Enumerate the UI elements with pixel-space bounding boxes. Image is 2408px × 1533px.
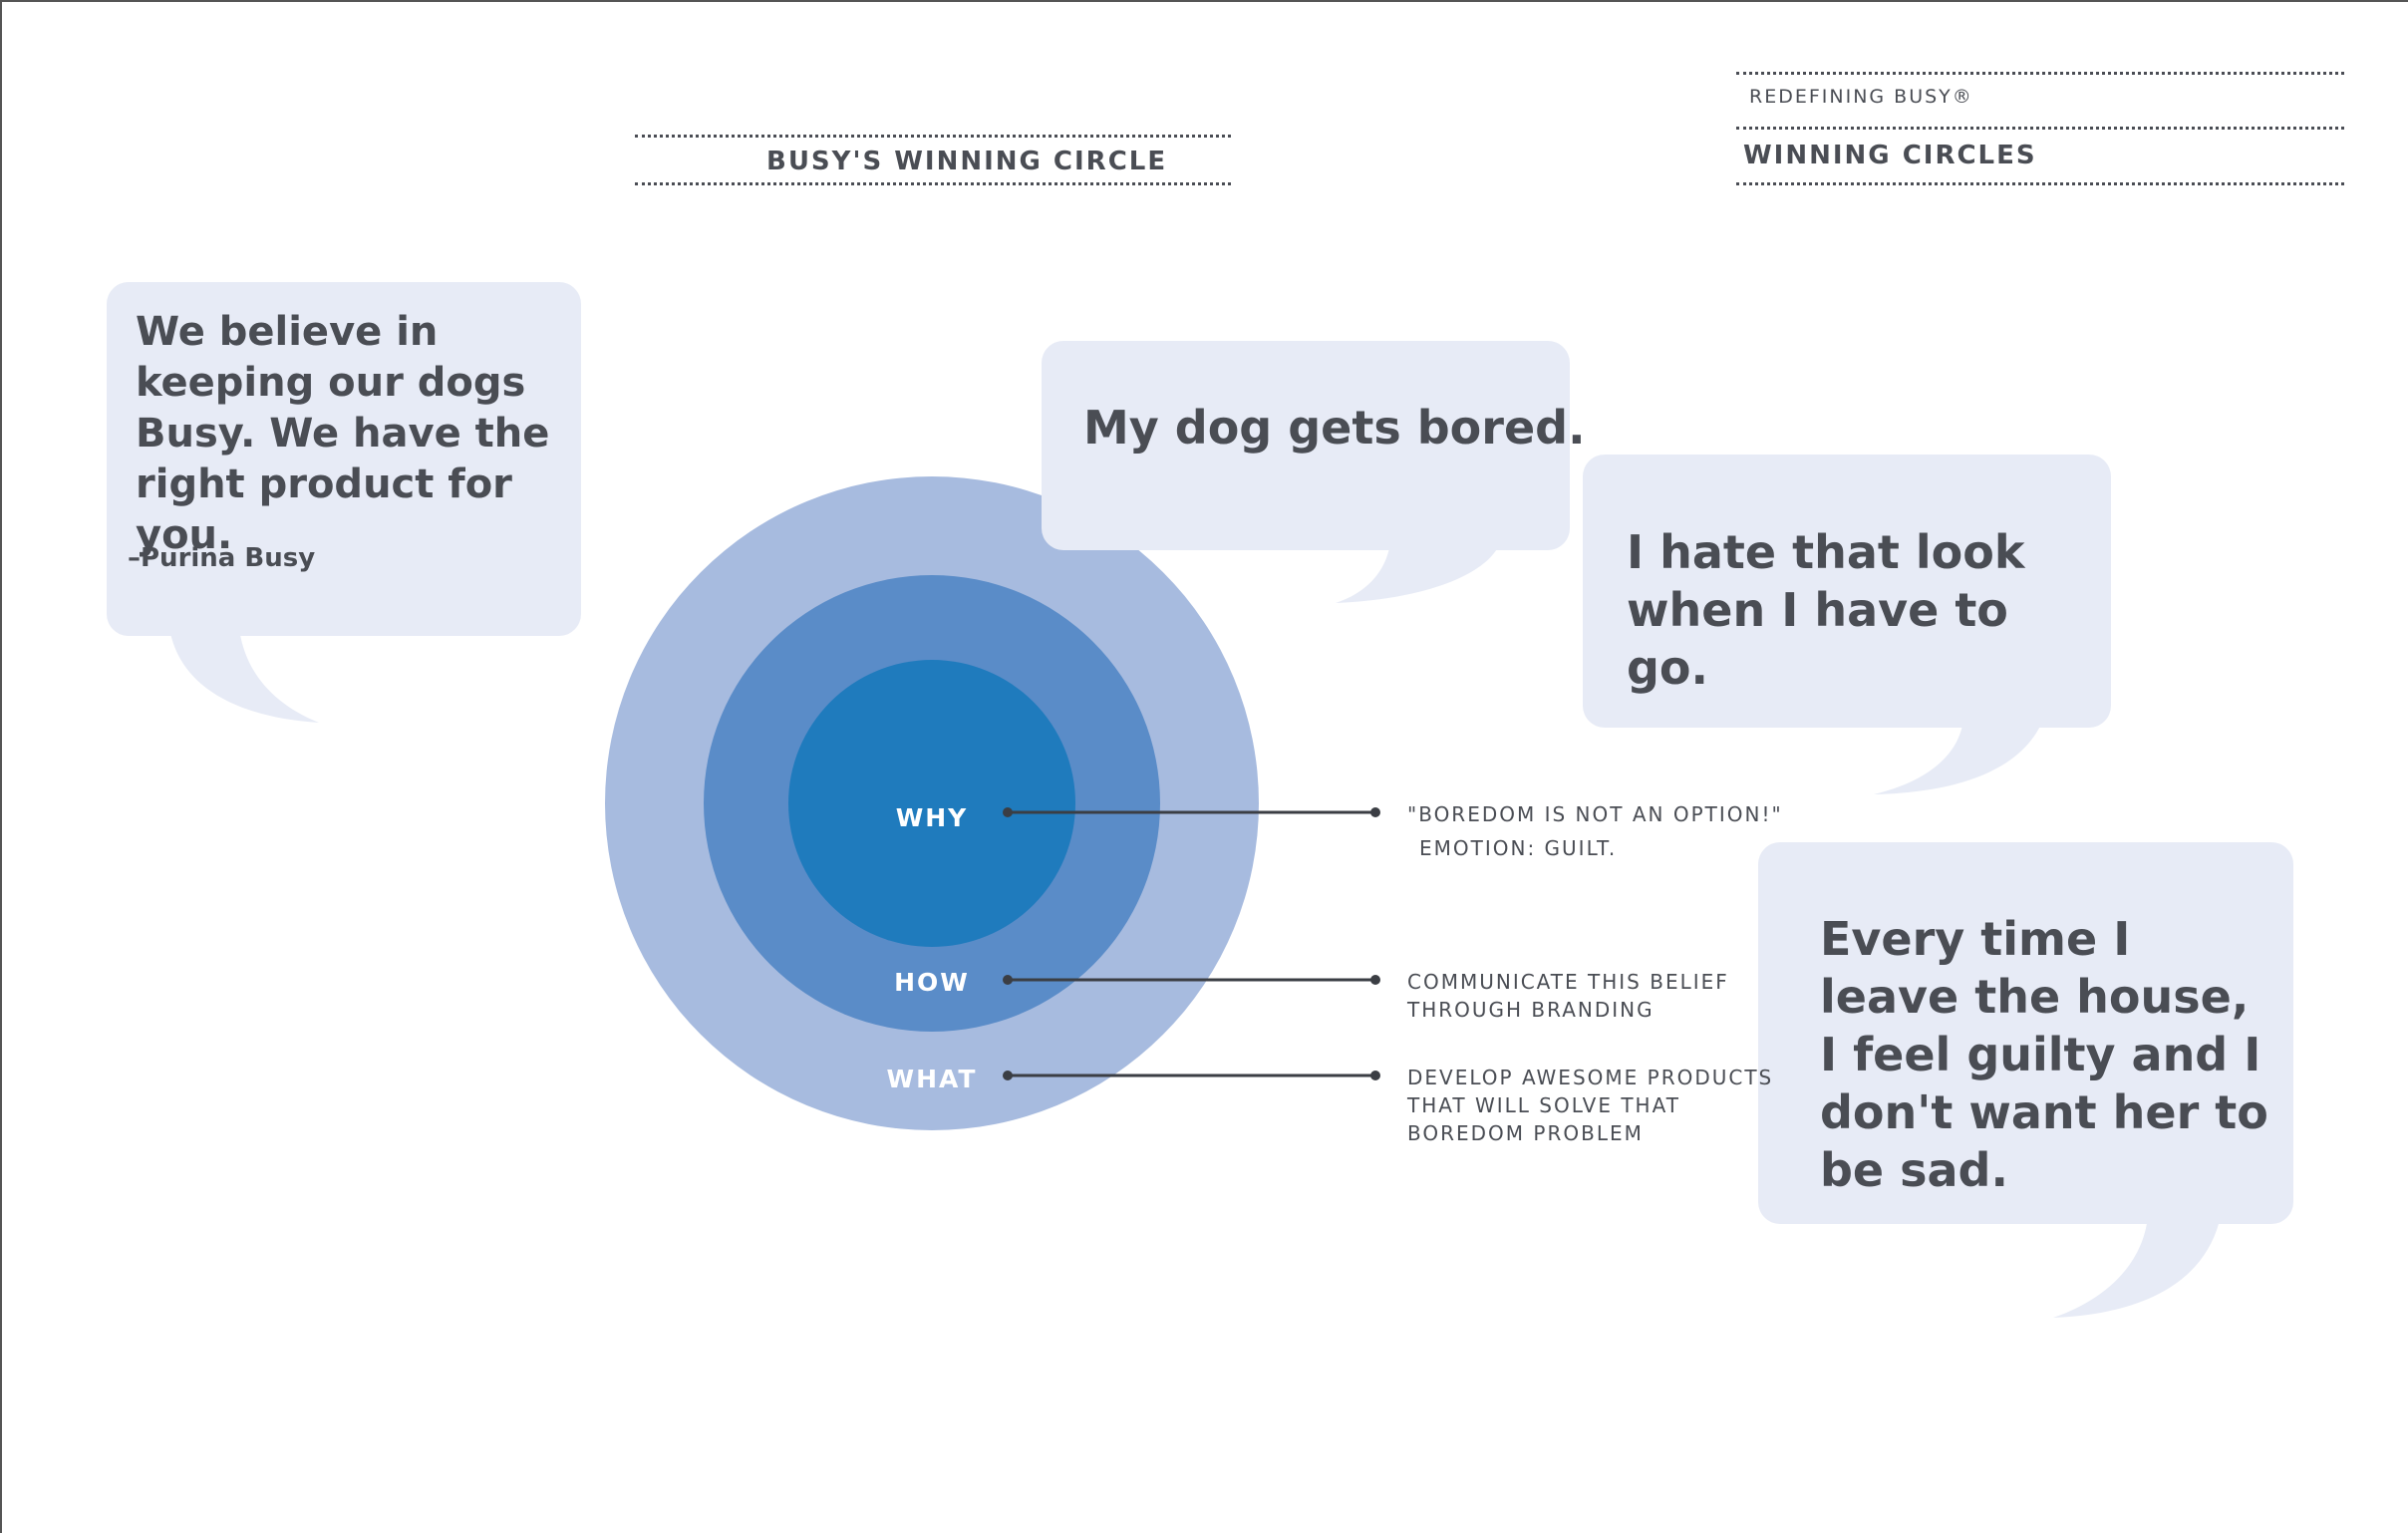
note-why-line-2: EMOTION: GUILT. [1419,836,1618,860]
brand-quote-attribution: –Purina Busy [128,543,316,573]
note-why: "BOREDOM IS NOT AN OPTION!" EMOTION: GUI… [1407,800,1783,862]
page-border-top [0,0,2408,2]
ring-label-how: HOW [894,968,970,997]
ring-label-what: WHAT [886,1065,978,1093]
connector-why [1003,807,1380,817]
brand-quote: We believe in keeping our dogs Busy. We … [136,309,550,558]
owner-quote-2: I hate that look when I have to go. [1627,525,2025,695]
note-what-line-1: DEVELOP AWESOME PRODUCTS [1407,1066,1774,1089]
page-border-left [0,0,2,1533]
series-label: REDEFINING BUSY® [1749,86,1973,108]
note-why-line-1: "BOREDOM IS NOT AN OPTION!" [1407,802,1783,826]
diagram-title: BUSY'S WINNING CIRCLE [766,147,1168,176]
owner-quote-1: My dog gets bored. [1083,401,1586,455]
speech-bubble-owner-3 [1758,842,2293,1318]
section-title: WINNING CIRCLES [1743,141,2037,170]
note-what-line-3: BOREDOM PROBLEM [1407,1121,1644,1145]
note-what: DEVELOP AWESOME PRODUCTS THAT WILL SOLVE… [1407,1064,1773,1147]
connector-how [1003,975,1380,985]
ring-why [788,660,1075,947]
speech-bubble-owner-1 [1042,341,1570,603]
note-how-line-1: COMMUNICATE THIS BELIEF [1407,970,1729,994]
speech-bubble-owner-2 [1583,455,2111,794]
note-how: COMMUNICATE THIS BELIEF THROUGH BRANDING [1407,968,1729,1024]
diagram-title-rule-top [635,135,1231,138]
header-rule-top [1736,72,2344,75]
note-what-line-2: THAT WILL SOLVE THAT [1407,1093,1680,1117]
connector-what [1003,1071,1380,1080]
header-rule-bottom [1736,182,2344,185]
ring-label-why: WHY [895,803,969,832]
header-rule-middle [1736,127,2344,130]
diagram-title-rule-bottom [635,182,1231,185]
speech-bubble-brand [107,282,581,723]
owner-quote-3: Every time I leave the house, I feel gui… [1820,912,2268,1197]
note-how-line-2: THROUGH BRANDING [1407,998,1655,1022]
